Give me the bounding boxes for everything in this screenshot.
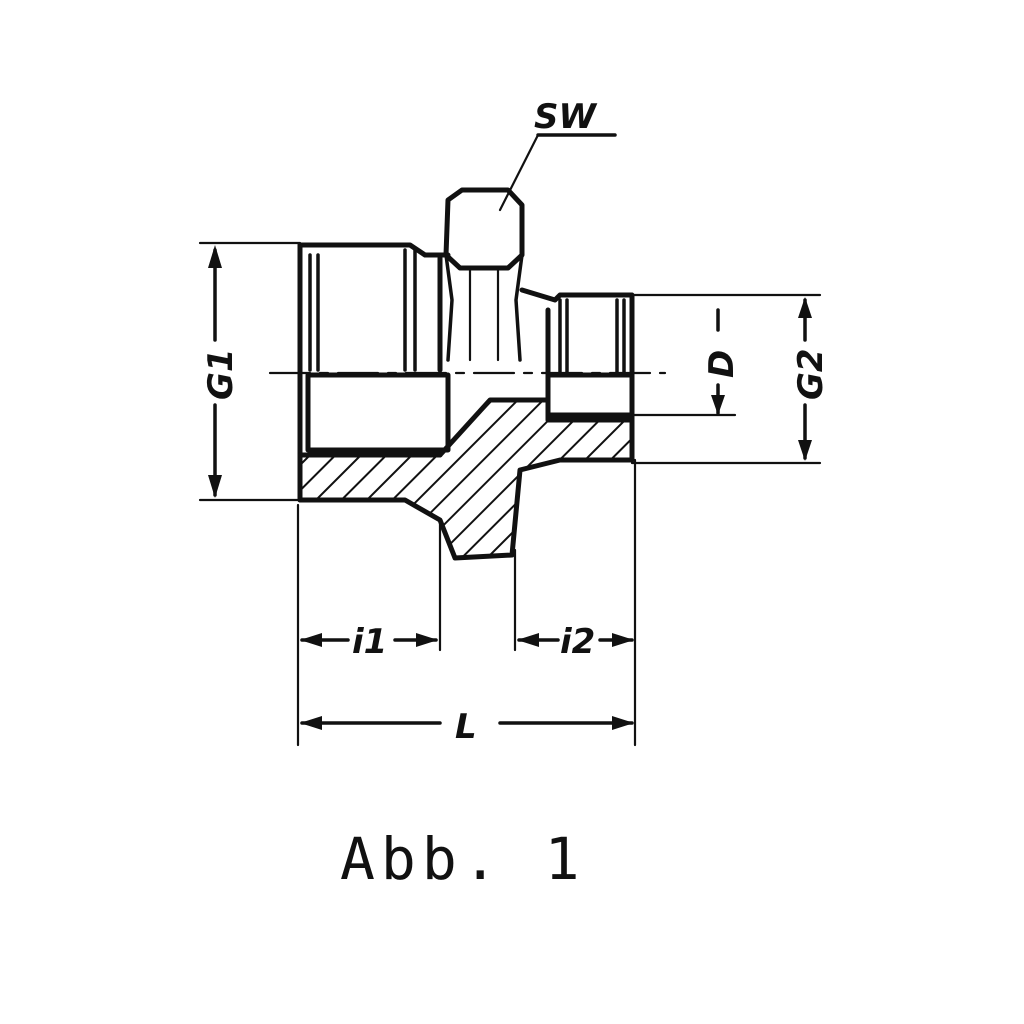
i1-label: i1 — [352, 622, 387, 662]
figure-caption: Abb. 1 — [340, 825, 586, 893]
sw-label: SW — [534, 97, 597, 137]
sw-leader: SW — [498, 97, 617, 212]
i2-label: i2 — [560, 622, 595, 662]
d-label: D — [702, 350, 742, 378]
hex-nut-outline — [443, 187, 525, 362]
i2-dimension: i2 — [517, 622, 634, 662]
left-thread-body — [297, 242, 451, 503]
d-dimension: D — [702, 308, 742, 415]
hatched-section — [297, 397, 635, 561]
i1-dimension: i1 — [300, 622, 438, 662]
right-thread-body — [519, 287, 635, 463]
l-label: L — [455, 707, 477, 747]
g2-dimension: G2 — [791, 297, 831, 461]
g1-label: G1 — [201, 348, 241, 400]
extension-lines — [198, 241, 822, 747]
l-dimension: L — [300, 707, 634, 747]
g1-dimension: G1 — [201, 245, 241, 498]
g2-label: G2 — [791, 348, 831, 400]
